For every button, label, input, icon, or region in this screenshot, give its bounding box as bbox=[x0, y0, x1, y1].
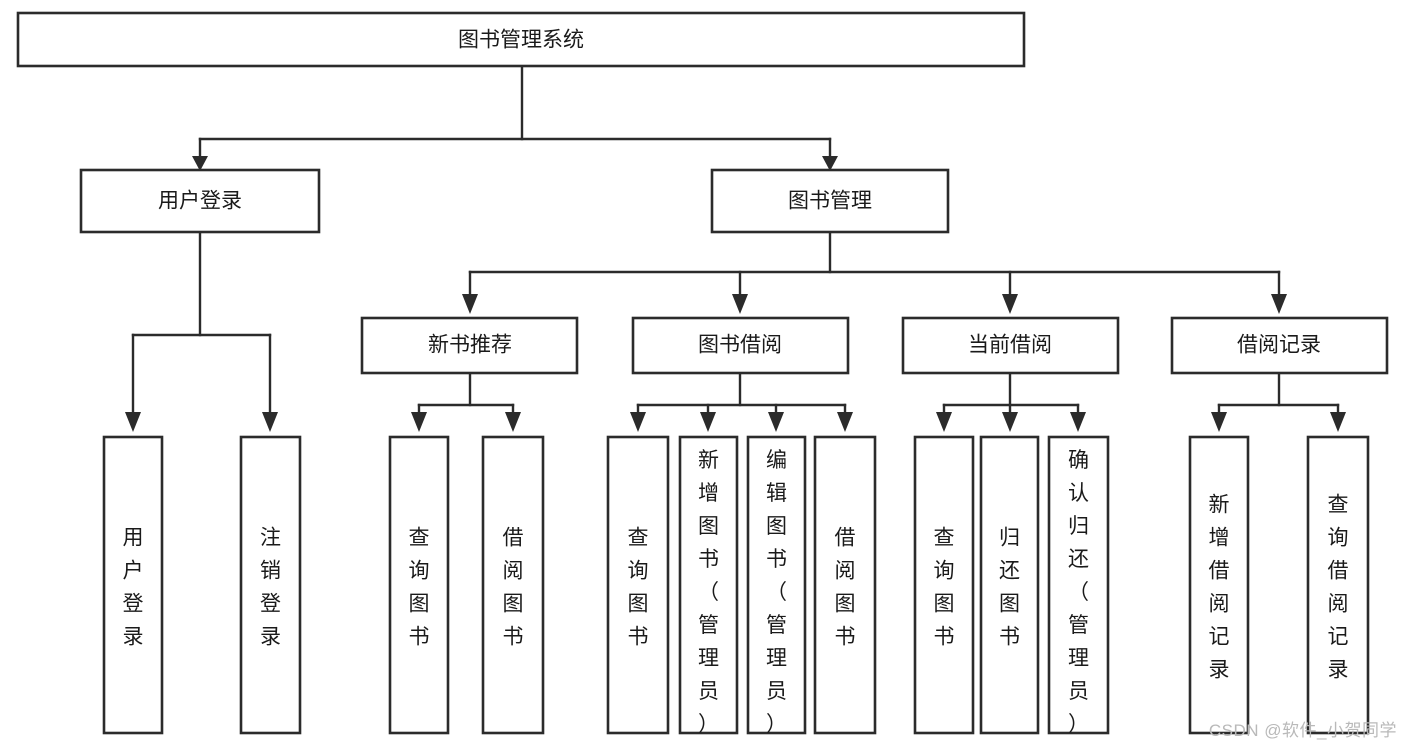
leaf-node-label: 查询图书 bbox=[628, 527, 649, 649]
node-current-borrow-box[interactable] bbox=[901, 316, 1120, 375]
leaf-node-box[interactable] bbox=[388, 435, 450, 735]
leaf-node-box[interactable] bbox=[1047, 435, 1110, 735]
leaf-node-box[interactable] bbox=[746, 435, 807, 735]
leaf-node-label: 注销登录 bbox=[260, 527, 281, 649]
arrow-user-login-l2 bbox=[262, 412, 278, 432]
leaf-node-label: 新增图书（管理员） bbox=[698, 449, 719, 736]
leaf-node[interactable]: 归还图书 bbox=[979, 435, 1040, 735]
leaf-node-label: 归还图书 bbox=[999, 527, 1020, 649]
leaf-node-box[interactable] bbox=[481, 435, 545, 735]
leaf-node-label: 借阅图书 bbox=[835, 527, 856, 649]
leaf-node-box[interactable] bbox=[678, 435, 739, 735]
edge-group-user-login bbox=[125, 230, 278, 432]
leaf-node-label: 编辑图书（管理员） bbox=[766, 449, 787, 736]
arrow-bm-c3 bbox=[1002, 294, 1018, 314]
node-book-borrow[interactable]: 图书借阅 bbox=[631, 316, 850, 375]
leaf-node-label: 查询图书 bbox=[934, 527, 955, 649]
leaf-node-label: 确认归还（管理员） bbox=[1068, 449, 1089, 736]
arrow-root-to-user-login bbox=[192, 156, 208, 171]
arrow-bb-l3 bbox=[768, 412, 784, 432]
arrow-bm-c4 bbox=[1271, 294, 1287, 314]
leaf-node[interactable]: 确认归还（管理员） bbox=[1047, 435, 1110, 736]
leaf-node-box[interactable] bbox=[813, 435, 877, 735]
leaf-node[interactable]: 编辑图书（管理员） bbox=[746, 435, 807, 736]
arrow-cb-l1 bbox=[936, 412, 952, 432]
leaf-node-label: 新增借阅记录 bbox=[1209, 494, 1230, 682]
leaf-node[interactable]: 查询图书 bbox=[913, 435, 975, 735]
node-user-login-label: 用户登录 bbox=[158, 190, 242, 213]
node-book-manage[interactable]: 图书管理 bbox=[710, 168, 950, 234]
leaf-node-label: 查询图书 bbox=[409, 527, 430, 649]
arrow-cb-l3 bbox=[1070, 412, 1086, 432]
arrow-nbr-l1 bbox=[411, 412, 427, 432]
edge-group-book-manage bbox=[462, 230, 1287, 314]
leaf-node-layer: 用户登录 注销登录 查询图书 借阅图书 查询图书 新增图书（管理员） 编辑图书（管理员） 借阅… bbox=[102, 435, 1370, 736]
arrow-bm-c2 bbox=[732, 294, 748, 314]
leaf-node-box[interactable] bbox=[239, 435, 302, 735]
node-borrow-record[interactable]: 借阅记录 bbox=[1170, 316, 1389, 375]
node-current-borrow[interactable]: 当前借阅 bbox=[901, 316, 1120, 375]
node-book-manage-box[interactable] bbox=[710, 168, 950, 234]
node-root-label: 图书管理系统 bbox=[458, 29, 584, 52]
leaf-node-box[interactable] bbox=[979, 435, 1040, 735]
leaf-node-label: 借阅图书 bbox=[503, 527, 524, 649]
leaf-node[interactable]: 查询图书 bbox=[388, 435, 450, 735]
node-current-borrow-label: 当前借阅 bbox=[968, 334, 1052, 357]
arrow-bb-l1 bbox=[630, 412, 646, 432]
leaf-node-box[interactable] bbox=[913, 435, 975, 735]
edge-group-book-borrow bbox=[630, 371, 853, 432]
edge-group-current-borrow bbox=[936, 371, 1086, 432]
node-borrow-record-label: 借阅记录 bbox=[1237, 334, 1321, 357]
node-root[interactable]: 图书管理系统 bbox=[16, 11, 1026, 68]
leaf-node[interactable]: 查询借阅记录 bbox=[1306, 435, 1370, 735]
leaf-node[interactable]: 查询图书 bbox=[606, 435, 670, 735]
leaf-node[interactable]: 借阅图书 bbox=[481, 435, 545, 735]
leaf-node[interactable]: 新增图书（管理员） bbox=[678, 435, 739, 736]
node-user-login[interactable]: 用户登录 bbox=[79, 168, 321, 234]
edge-group-new-book-recommend bbox=[411, 371, 521, 432]
node-book-borrow-label: 图书借阅 bbox=[698, 334, 782, 357]
arrow-user-login-l1 bbox=[125, 412, 141, 432]
node-root-box[interactable] bbox=[16, 11, 1026, 68]
arrow-bb-l4 bbox=[837, 412, 853, 432]
arrow-root-to-book-manage bbox=[822, 156, 838, 171]
leaf-node[interactable]: 新增借阅记录 bbox=[1188, 435, 1250, 735]
edge-group-borrow-record bbox=[1211, 371, 1346, 432]
node-borrow-record-box[interactable] bbox=[1170, 316, 1389, 375]
arrow-nbr-l2 bbox=[505, 412, 521, 432]
arrow-bb-l2 bbox=[700, 412, 716, 432]
edge-group-root bbox=[192, 64, 838, 171]
node-new-book-recommend-label: 新书推荐 bbox=[428, 334, 512, 357]
leaf-node-label: 用户登录 bbox=[123, 527, 144, 649]
node-book-manage-label: 图书管理 bbox=[788, 190, 872, 213]
node-new-book-recommend[interactable]: 新书推荐 bbox=[360, 316, 579, 375]
leaf-node-box[interactable] bbox=[1188, 435, 1250, 735]
leaf-node-box[interactable] bbox=[1306, 435, 1370, 735]
arrow-br-l1 bbox=[1211, 412, 1227, 432]
node-user-login-box[interactable] bbox=[79, 168, 321, 234]
node-book-borrow-box[interactable] bbox=[631, 316, 850, 375]
leaf-node-box[interactable] bbox=[606, 435, 670, 735]
leaf-node[interactable]: 用户登录 bbox=[102, 435, 164, 735]
leaf-node-label: 查询借阅记录 bbox=[1328, 494, 1349, 682]
leaf-node-box[interactable] bbox=[102, 435, 164, 735]
leaf-node[interactable]: 借阅图书 bbox=[813, 435, 877, 735]
arrow-br-l2 bbox=[1330, 412, 1346, 432]
arrow-bm-c1 bbox=[462, 294, 478, 314]
arrow-cb-l2 bbox=[1002, 412, 1018, 432]
node-new-book-recommend-box[interactable] bbox=[360, 316, 579, 375]
leaf-node[interactable]: 注销登录 bbox=[239, 435, 302, 735]
